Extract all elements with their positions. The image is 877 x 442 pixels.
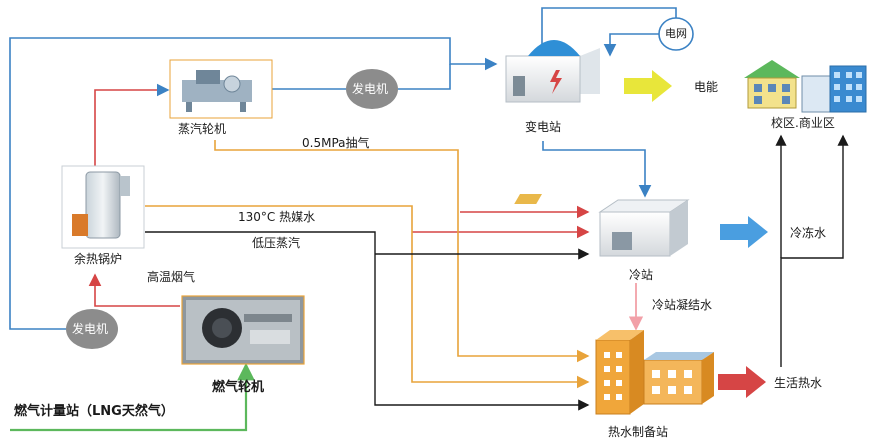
label-steam-turbine: 蒸汽轮机 bbox=[178, 122, 227, 136]
label-substation: 变电站 bbox=[525, 120, 562, 134]
electric-lines bbox=[9, 7, 677, 330]
line-substation-to-cold bbox=[542, 141, 652, 198]
label-cold-condensate: 冷站凝结水 bbox=[652, 298, 713, 312]
label-electricity: 电能 bbox=[694, 80, 719, 94]
label-gas-metering: 燃气计量站（LNG天然气） bbox=[14, 404, 174, 419]
line-flue-gas bbox=[88, 273, 180, 307]
line-low-pressure-steam bbox=[145, 231, 590, 411]
label-extraction-steam: 0.5MPa抽气 bbox=[302, 136, 370, 150]
substation-icon bbox=[505, 40, 600, 103]
campus-icon bbox=[744, 60, 867, 113]
steam-turbine-image bbox=[169, 59, 273, 119]
arrow-chilled-water bbox=[720, 216, 768, 248]
line-boiler-to-steam-turbine bbox=[94, 83, 170, 166]
label-waste-heat-boiler: 余热锅炉 bbox=[74, 252, 123, 266]
grid-node bbox=[658, 17, 694, 51]
label-grid: 电网 bbox=[665, 27, 687, 40]
label-hot-water-130: 130°C 热媒水 bbox=[238, 210, 316, 224]
hot-water-station-icon bbox=[595, 330, 714, 415]
arrow-electricity bbox=[624, 70, 672, 102]
line-extraction-steam bbox=[214, 140, 590, 363]
hot-water-lines bbox=[145, 140, 590, 389]
label-generator-bottom: 发电机 bbox=[72, 322, 109, 336]
label-campus: 校区.商业区 bbox=[771, 116, 835, 130]
generator-bottom-node bbox=[66, 309, 118, 349]
line-gen-top-to-substation bbox=[398, 64, 451, 90]
generator-top-node bbox=[346, 69, 398, 109]
low-steam-lines bbox=[145, 134, 849, 411]
label-chilled-water: 冷冻水 bbox=[790, 226, 827, 240]
line-gen-bottom-to-substation bbox=[9, 37, 498, 330]
line-grid-loop bbox=[541, 7, 677, 52]
gas-turbine-image bbox=[181, 295, 305, 365]
label-flue-gas: 高温烟气 bbox=[147, 270, 196, 284]
label-generator-top: 发电机 bbox=[352, 82, 389, 96]
label-hot-water-station: 热水制备站 bbox=[608, 425, 669, 439]
steam-lines bbox=[88, 83, 590, 307]
cold-station-icon bbox=[514, 194, 690, 257]
label-low-pressure-steam: 低压蒸汽 bbox=[252, 236, 301, 250]
line-130c-water bbox=[145, 205, 590, 389]
arrow-domestic-hot-water bbox=[718, 366, 766, 398]
label-gas-turbine: 燃气轮机 bbox=[212, 380, 265, 395]
waste-heat-boiler-image bbox=[61, 165, 145, 249]
label-domestic-hot-water: 生活热水 bbox=[774, 376, 823, 390]
line-gas bbox=[10, 362, 255, 432]
label-cold-station: 冷站 bbox=[629, 268, 654, 282]
